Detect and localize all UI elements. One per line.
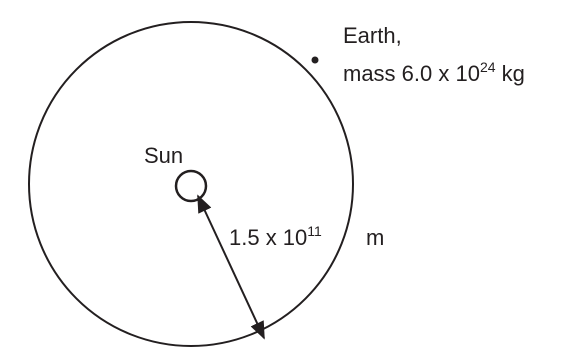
earth-mass-prefix: mass 6.0 x 10 (343, 61, 480, 86)
earth-dot (311, 56, 319, 64)
radius-unit-label: m (366, 225, 384, 250)
sun-circle (174, 169, 208, 203)
earth-name-label: Earth, (343, 23, 402, 48)
earth-orbit (28, 21, 354, 347)
radius-arrow (197, 194, 265, 340)
sun-label: Sun (144, 143, 183, 168)
radius-exponent: 11 (307, 223, 322, 239)
earth-mass-label: mass 6.0 x 1024 kg (343, 59, 525, 86)
radius-value-prefix: 1.5 x 10 (229, 225, 307, 250)
earth-mass-exponent: 24 (480, 59, 496, 75)
radius-label: 1.5 x 1011 (229, 223, 322, 250)
earth-mass-unit: kg (496, 61, 525, 86)
